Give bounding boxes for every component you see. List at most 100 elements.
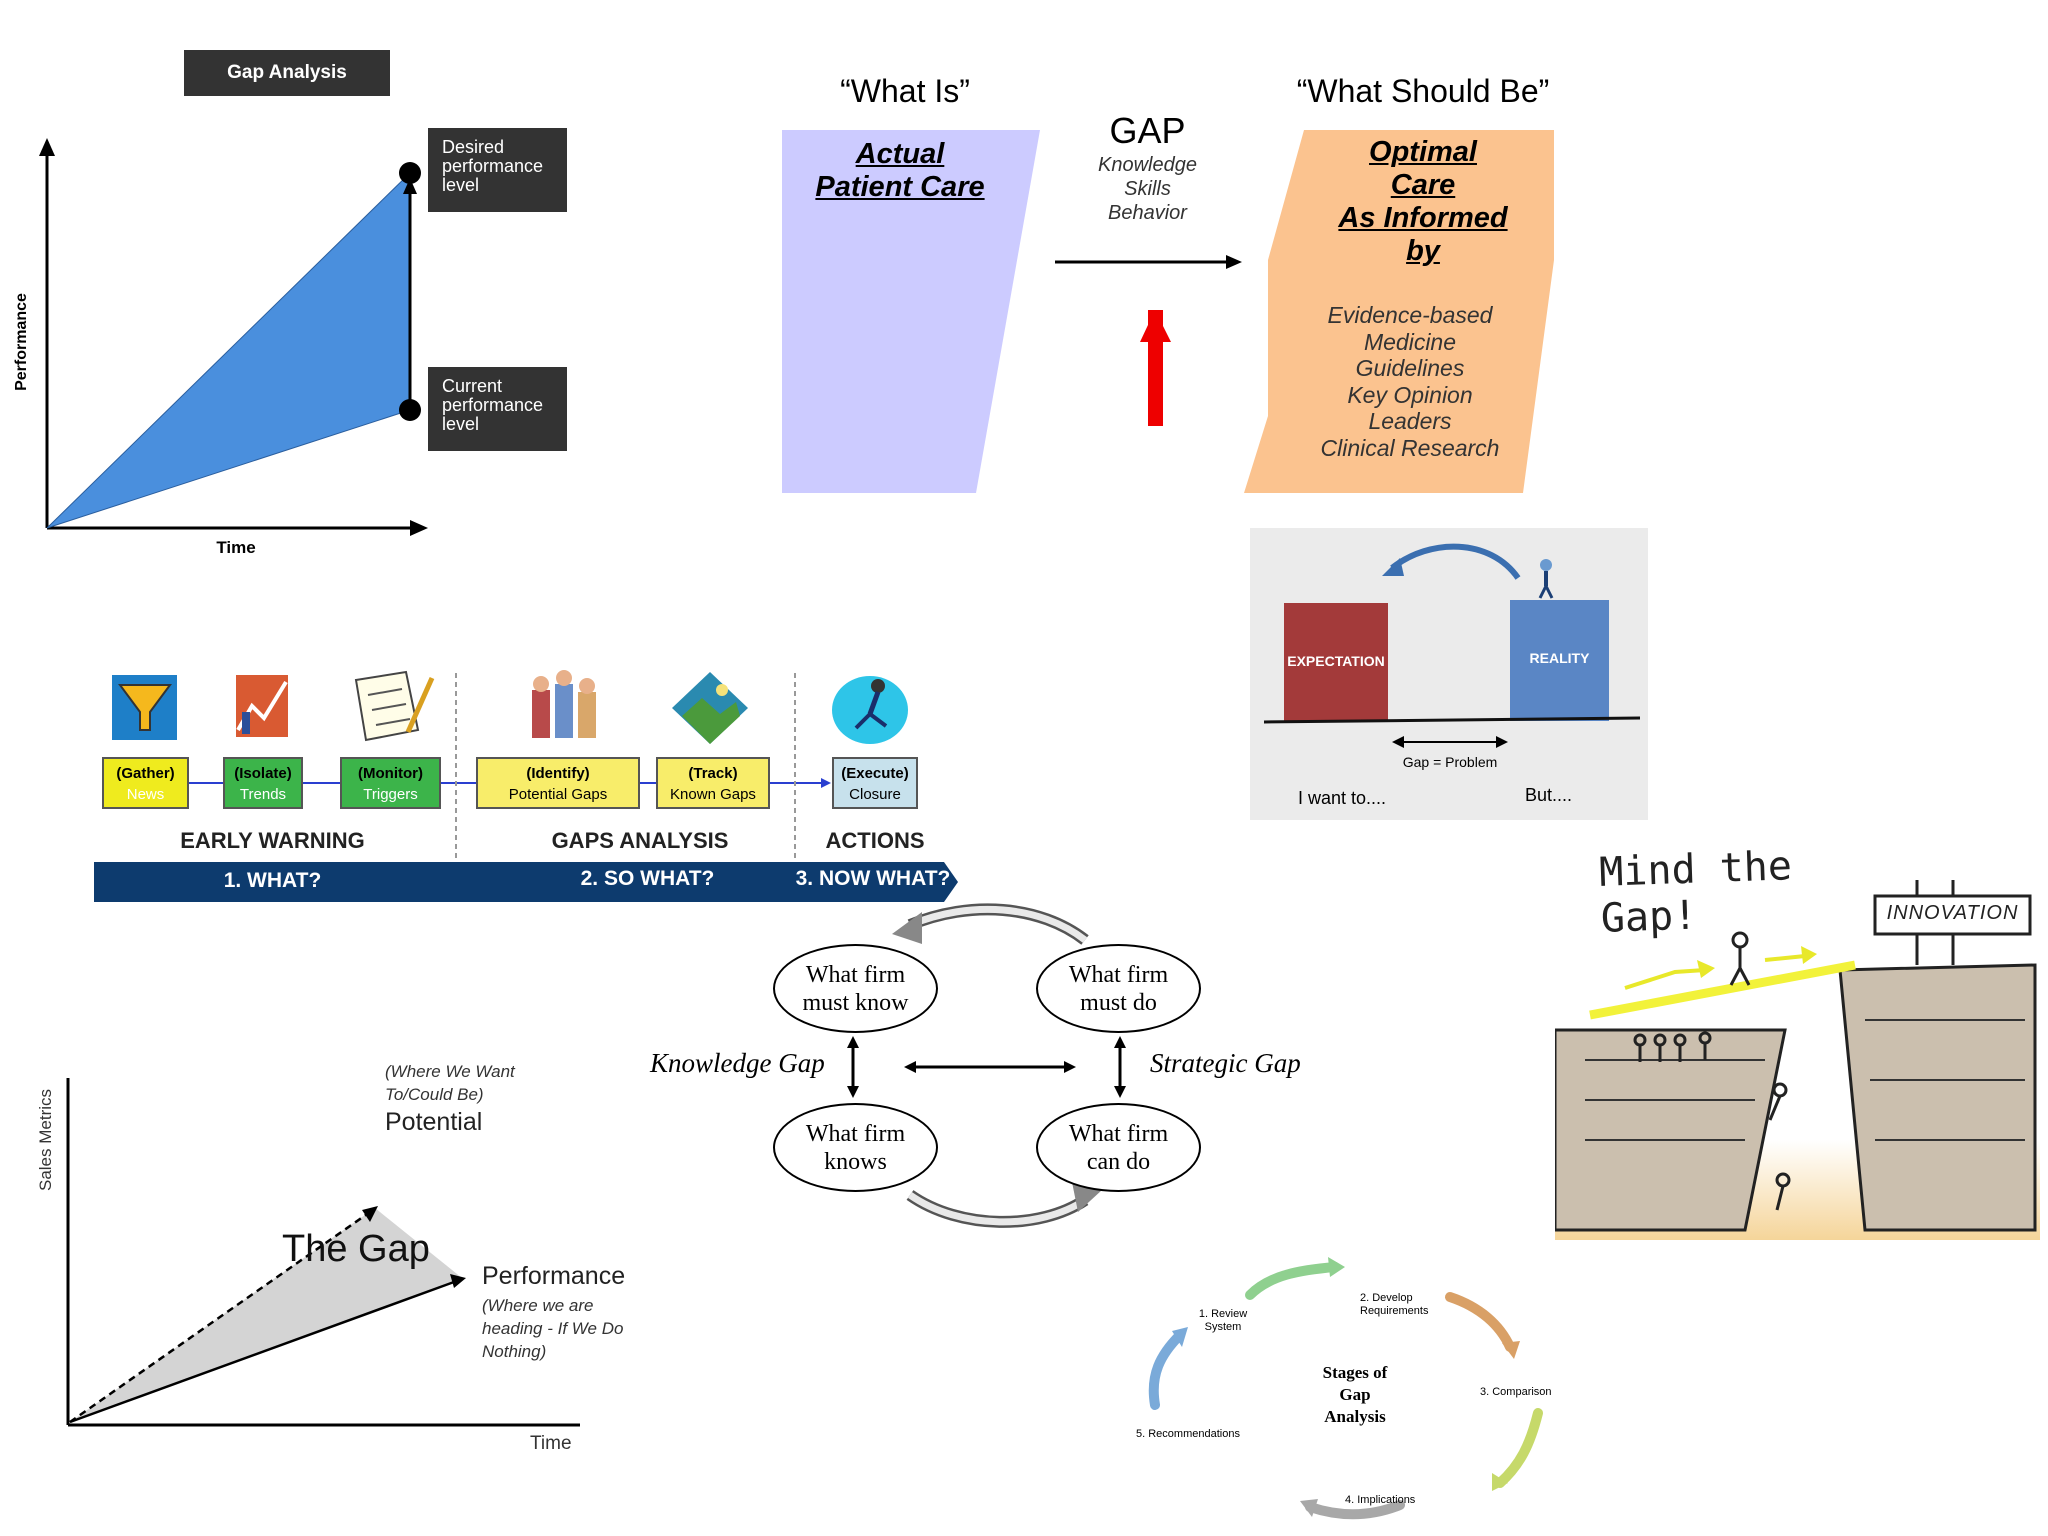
step-identify-bottom: Potential Gaps — [508, 786, 608, 803]
optimal-item-3: Guidelines — [1355, 355, 1465, 381]
gap-title: GAP — [1109, 110, 1186, 151]
stages-cycle — [1148, 1257, 1543, 1520]
performance-axis-label: Performance — [13, 293, 30, 391]
step-execute-top: (Execute) — [841, 765, 909, 782]
stage-develop-requirements: 2. Develop Requirements — [1360, 1292, 1429, 1317]
step-execute[interactable]: (Execute) Closure — [832, 757, 918, 809]
step-track-top: (Track) — [688, 765, 738, 782]
phase-early-warning: EARLY WARNING — [180, 828, 365, 853]
banner-now-what: 3. NOW WHAT? — [795, 867, 951, 890]
sales-gap-chart — [66, 1078, 580, 1427]
stages-center-line2: Gap — [1339, 1385, 1371, 1404]
ellipse-must-know: What firm must know — [773, 944, 938, 1033]
people-icon — [532, 670, 596, 738]
ellipse-must-do: What firm must do — [1036, 944, 1201, 1033]
expectation-reality-drawing — [1263, 543, 1641, 748]
gap-item-knowledge: Knowledge — [1098, 154, 1197, 176]
step-identify-top: (Identify) — [526, 765, 590, 782]
stages-center-line3: Analysis — [1324, 1407, 1386, 1426]
but-label: But.... — [1525, 785, 1573, 805]
must-know-text: What firm must know — [802, 961, 909, 1016]
step-monitor-bottom: Triggers — [363, 786, 418, 803]
sales-time-label: Time — [530, 1433, 572, 1454]
step-isolate[interactable]: (Isolate) Trends — [223, 757, 303, 809]
gap-model-shapes — [782, 130, 1554, 493]
step-isolate-bottom: Trends — [239, 786, 287, 803]
funnel-icon — [112, 675, 177, 740]
checklist-icon — [354, 670, 435, 742]
actual-line1: Actual — [855, 138, 945, 170]
landscape-icon — [672, 672, 748, 744]
the-gap-area — [70, 1208, 462, 1422]
current-level-box: Current performance level — [428, 367, 567, 451]
gap-analysis-title-text: Gap Analysis — [227, 62, 347, 83]
left-cliff — [1555, 1028, 1787, 1232]
step-identify[interactable]: (Identify) Potential Gaps — [476, 757, 640, 809]
innovation-sign-text: INNOVATION — [1886, 902, 2019, 924]
optimal-item-2: Medicine — [1363, 328, 1457, 355]
step-isolate-top: (Isolate) — [234, 765, 292, 782]
step-execute-bottom: Closure — [849, 786, 901, 803]
optimal-item-5: Leaders — [1368, 408, 1452, 434]
what-should-be-heading: “What Should Be” — [1296, 73, 1550, 109]
optimal-line3: As Informed — [1338, 202, 1508, 234]
mind-the-gap-title: Mind the Gap! — [1598, 843, 1793, 942]
optimal-line4: by — [1406, 235, 1440, 267]
desired-level-box: Desired performance level — [428, 128, 567, 212]
ellipse-can-do: What firm can do — [1036, 1103, 1201, 1192]
optimal-item-1: Evidence-based — [1327, 302, 1493, 328]
strategic-gap-label: Strategic Gap — [1150, 1048, 1301, 1078]
banner-what: 1. WHAT? — [223, 869, 322, 892]
knowledge-gap-label: Knowledge Gap — [650, 1048, 825, 1078]
person-icon — [1538, 559, 1554, 599]
optimal-item-4: Key Opinion — [1347, 381, 1473, 408]
expectation-label: EXPECTATION — [1287, 653, 1385, 669]
stage-review-system: 1. Review System — [1198, 1308, 1248, 1333]
actual-line2: Patient Care — [815, 171, 985, 203]
stage-comparison: 3. Comparison — [1480, 1386, 1552, 1398]
performance-gap-area — [46, 171, 411, 529]
knows-text: What firm knows — [805, 1120, 906, 1175]
process-icons — [112, 670, 908, 860]
gap-analysis-title: Gap Analysis — [184, 50, 390, 96]
phase-banner — [94, 862, 958, 902]
the-gap-label: The Gap — [282, 1228, 430, 1270]
runner-icon — [832, 676, 908, 744]
step-gather[interactable]: (Gather) News — [102, 757, 189, 809]
optimal-line1: Optimal — [1369, 136, 1477, 168]
must-do-text: What firm must do — [1068, 961, 1169, 1016]
phase-actions: ACTIONS — [825, 828, 925, 853]
optimal-line2: Care — [1390, 169, 1456, 201]
desired-level-dot — [399, 162, 421, 184]
gap-problem-label: Gap = Problem — [1402, 754, 1498, 770]
time-axis-label: Time — [216, 538, 256, 557]
gap-item-behavior: Behavior — [1108, 202, 1187, 224]
step-monitor[interactable]: (Monitor) Triggers — [340, 757, 441, 809]
potential-note: (Where We Want To/Could Be) — [385, 1062, 515, 1104]
chart-icon — [236, 675, 288, 737]
step-track-bottom: Known Gaps — [670, 786, 756, 803]
step-gather-top: (Gather) — [116, 765, 175, 782]
reality-label: REALITY — [1529, 650, 1590, 666]
gap-item-skills: Skills — [1124, 178, 1171, 200]
ellipse-knows: What firm knows — [773, 1103, 938, 1192]
optimal-item-6: Clinical Research — [1320, 434, 1500, 461]
step-monitor-top: (Monitor) — [358, 765, 423, 782]
current-level-dot — [399, 399, 421, 421]
what-is-heading: “What Is” — [840, 73, 970, 109]
reality-bar — [1510, 600, 1609, 721]
expectation-bar — [1284, 603, 1388, 721]
can-do-text: What firm can do — [1068, 1120, 1169, 1175]
step-gather-bottom: News — [126, 786, 165, 803]
stage-recommendations: 5. Recommendations — [1136, 1428, 1240, 1440]
i-want-label: I want to.... — [1298, 788, 1387, 808]
actual-care-block — [782, 130, 1040, 493]
gap-cycle-arrows — [847, 903, 1126, 1228]
innovation-sign — [1873, 894, 2032, 936]
performance-note: (Where we are heading - If We Do Nothing… — [482, 1296, 624, 1361]
phase-gaps-analysis: GAPS ANALYSIS — [551, 828, 729, 853]
sales-metrics-axis-label: Sales Metrics — [36, 1088, 55, 1192]
performance-chart — [39, 138, 428, 536]
step-track[interactable]: (Track) Known Gaps — [656, 757, 770, 809]
mind-the-gap-sketch — [1555, 880, 2040, 1240]
